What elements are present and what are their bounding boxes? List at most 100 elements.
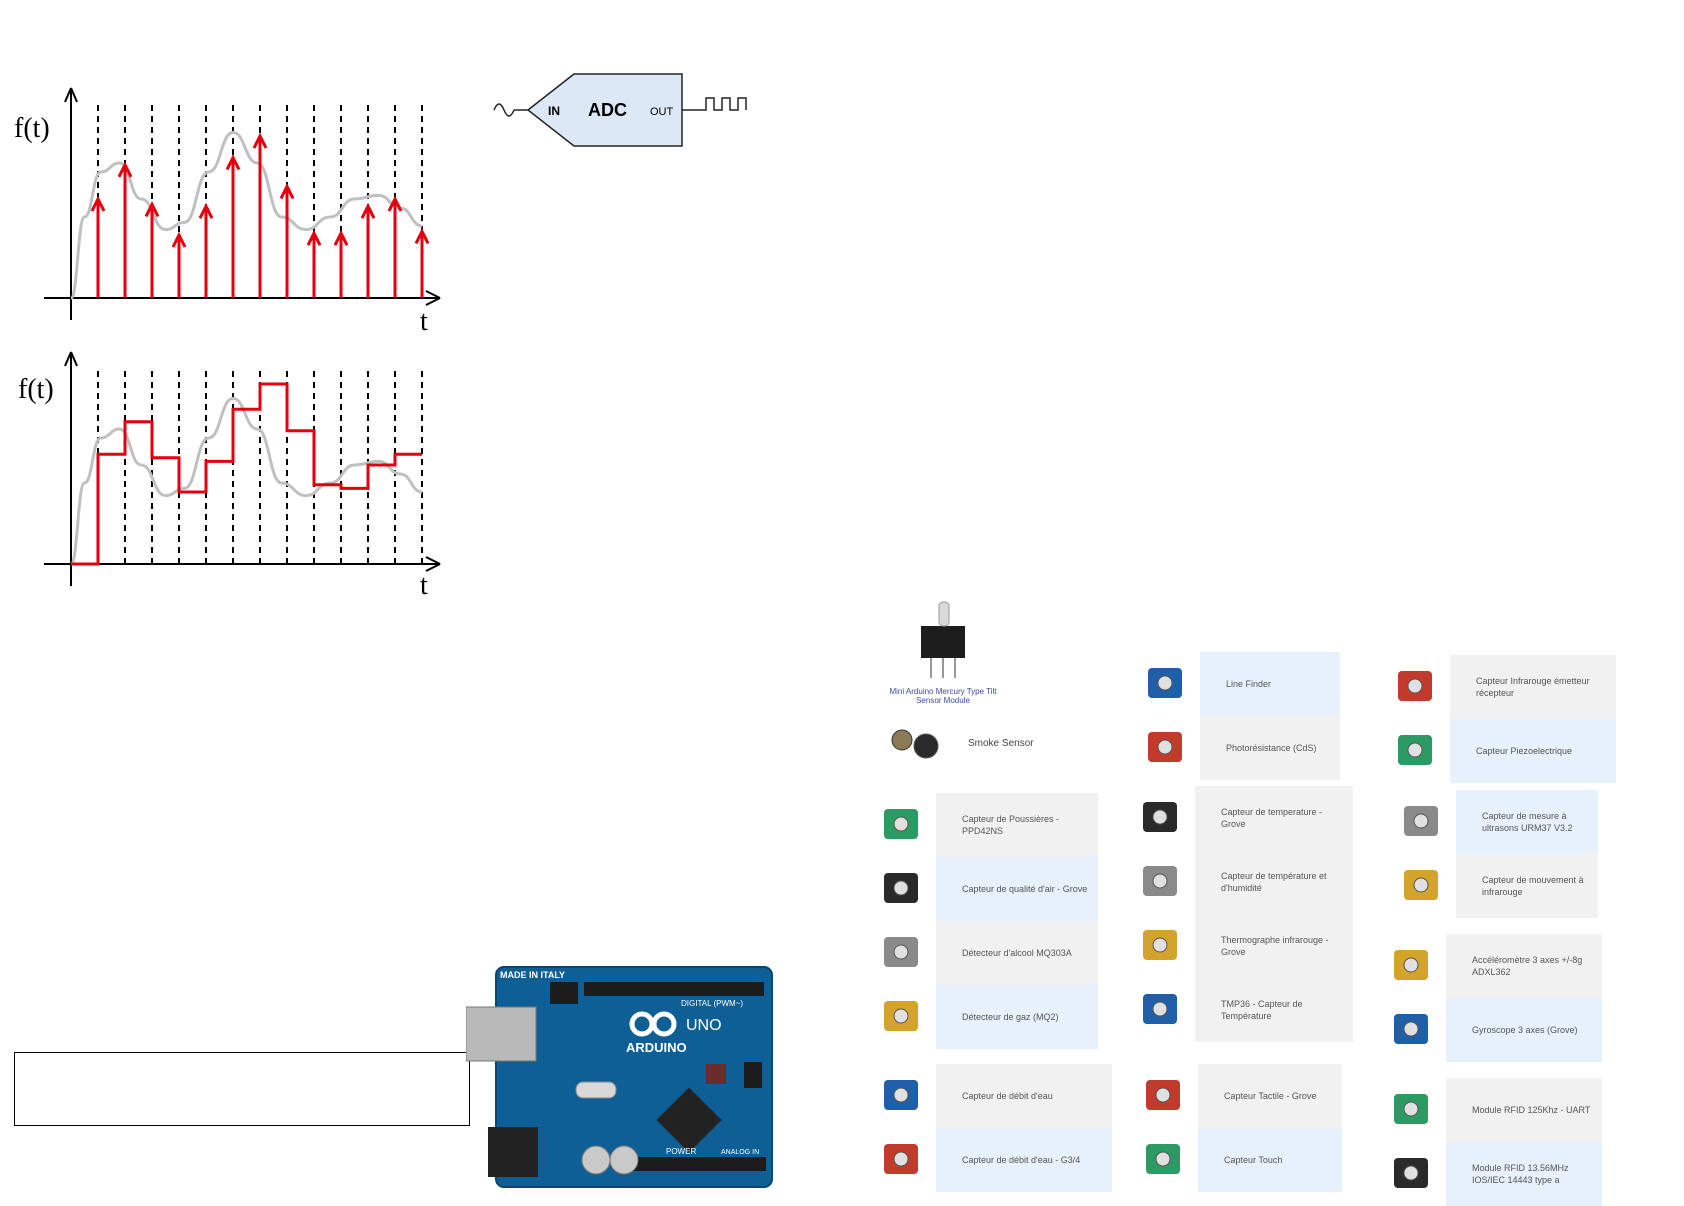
sensor-item: Détecteur d'alcool MQ303A: [866, 921, 1098, 985]
sample-arrowhead: [117, 161, 133, 178]
y-axis-label: f(t): [18, 374, 54, 405]
sensor-item: Thermographe infrarouge - Grove: [1125, 914, 1353, 978]
air-quality-icon: [872, 861, 932, 917]
sensor-label: Gyroscope 3 axes (Grove): [1472, 1025, 1578, 1035]
adc-block-diagram: IN ADC OUT: [493, 73, 747, 147]
sample-arrowhead: [90, 195, 106, 212]
empty-text-box: [14, 1052, 470, 1126]
sensor-panel-group9: Module RFID 125Khz - UART Module RFID 13.…: [1376, 1078, 1602, 1206]
analog-wave-icon: [493, 103, 515, 117]
sample-arrowhead: [171, 231, 187, 248]
continuous-signal-curve: [69, 130, 423, 300]
tmp36-icon: [1131, 982, 1191, 1038]
sensor-label: Accéléromètre 3 axes +/-8g ADXL362: [1472, 955, 1583, 977]
sample-arrowhead: [360, 202, 376, 219]
sample-arrowhead: [306, 229, 322, 246]
sensor-label: Capteur de température et d'humidité: [1221, 871, 1327, 893]
sensor-label: TMP36 - Capteur de Température: [1221, 999, 1303, 1021]
arduino-made-in: MADE IN ITALY: [500, 970, 565, 980]
sensor-item: Capteur de débit d'eau: [866, 1064, 1112, 1128]
sensor-label: Capteur de débit d'eau - G3/4: [962, 1155, 1081, 1165]
tilt-sensor-item: Mini Arduino Mercury Type Tilt Sensor Mo…: [888, 600, 998, 705]
sensor-item: Accéléromètre 3 axes +/-8g ADXL362: [1376, 934, 1602, 998]
sensor-item: Capteur de qualité d'air - Grove: [866, 857, 1098, 921]
arduino-uno-board: ARDUINO UNO MADE IN ITALY DIGITAL (PWM~)…: [466, 966, 773, 1188]
sensor-item: Gyroscope 3 axes (Grove): [1376, 998, 1602, 1062]
sample-arrowhead: [144, 201, 160, 218]
adc-title: ADC: [588, 100, 627, 120]
arduino-digital: DIGITAL (PWM~): [681, 999, 743, 1008]
sensor-item: Capteur de temperature - Grove: [1125, 786, 1353, 850]
sensor-label: Capteur de débit d'eau: [962, 1091, 1053, 1101]
line-finder-icon: [1136, 656, 1196, 712]
sensor-item: Photorésistance (CdS): [1130, 716, 1340, 780]
sensor-label: Capteur de temperature - Grove: [1221, 807, 1323, 829]
ir-sensor-icon: [1386, 659, 1446, 715]
piezo-icon: [1386, 723, 1446, 779]
sample-arrowhead: [198, 202, 214, 219]
sample-arrowhead: [279, 183, 295, 200]
sensor-item: Capteur de température et d'humidité: [1125, 850, 1353, 914]
arduino-model: UNO: [686, 1017, 722, 1034]
held-signal-chart: f(t) t: [18, 351, 441, 601]
humidity-sensor-icon: [1131, 854, 1191, 910]
x-axis-label: t: [420, 570, 428, 601]
sensor-item: Module RFID 13.56MHz IOS/IEC 14443 type …: [1376, 1142, 1602, 1206]
adc-out-label: OUT: [650, 106, 674, 118]
sensor-label: Module RFID 13.56MHz IOS/IEC 14443 type …: [1472, 1163, 1569, 1185]
smoke-sensor-item: Smoke Sensor: [880, 722, 1080, 768]
tilt-sensor-caption: Mini Arduino Mercury Type Tilt Sensor Mo…: [889, 687, 997, 705]
sensor-item: Capteur Infrarouge émetteur récepteur: [1380, 655, 1616, 719]
photoresistor-icon: [1136, 720, 1196, 776]
sensor-item: Capteur Piezoelectrique: [1380, 719, 1616, 783]
water-flow-icon: [872, 1068, 932, 1124]
ir-thermograph-icon: [1131, 918, 1191, 974]
sensor-label: Capteur Piezoelectrique: [1476, 746, 1573, 756]
sensor-item: Capteur Tactile - Grove: [1128, 1064, 1342, 1128]
digital-wave-icon: [698, 97, 747, 111]
arduino-brand: ARDUINO: [626, 1040, 687, 1055]
sample-arrowhead: [387, 195, 403, 212]
y-axis-arrow: [64, 87, 78, 103]
rfid-1356-icon: [1382, 1146, 1442, 1202]
y-axis-arrow: [64, 351, 78, 367]
held-signal-steps: [71, 382, 422, 566]
gas-sensor-icon: [872, 989, 932, 1045]
water-flow-g34-icon: [872, 1132, 932, 1188]
touch-grove-icon: [1134, 1068, 1194, 1124]
touch-icon: [1134, 1132, 1194, 1188]
arduino-analog: ANALOG IN: [721, 1149, 759, 1156]
accelerometer-icon: [1382, 938, 1442, 994]
tilt-sensor-icon: [921, 601, 965, 678]
sensor-item: TMP36 - Capteur de Température: [1125, 978, 1353, 1042]
sensor-label: Capteur Infrarouge émetteur récepteur: [1476, 676, 1590, 698]
continuous-signal-curve: [69, 396, 423, 566]
gyroscope-icon: [1382, 1002, 1442, 1058]
sensor-item: Line Finder: [1130, 652, 1340, 716]
sensor-item: Détecteur de gaz (MQ2): [866, 985, 1098, 1049]
sampled-signal-chart: f(t) t: [14, 87, 441, 337]
sensor-label: Module RFID 125Khz - UART: [1472, 1105, 1591, 1115]
x-axis-arrow: [425, 556, 441, 572]
sensor-label: Capteur de Poussières - PPD42NS: [962, 814, 1060, 836]
sensor-item: Capteur de mesure à ultrasons URM37 V3.2: [1386, 790, 1598, 854]
sensor-label: Détecteur de gaz (MQ2): [962, 1012, 1059, 1022]
sensor-item: Capteur de débit d'eau - G3/4: [866, 1128, 1112, 1192]
sensor-item: Capteur de mouvement à infrarouge: [1386, 854, 1598, 918]
smoke-sensor-label: Smoke Sensor: [968, 738, 1034, 749]
sensor-label: Line Finder: [1226, 679, 1272, 689]
sensor-panel-group5: Capteur de mesure à ultrasons URM37 V3.2…: [1386, 790, 1598, 918]
sensor-item: Capteur Touch: [1128, 1128, 1342, 1192]
arduino-power: POWER: [666, 1147, 696, 1156]
sensor-label: Capteur de mesure à ultrasons URM37 V3.2: [1482, 811, 1573, 833]
pir-icon: [1392, 858, 1452, 914]
sensor-item: Module RFID 125Khz - UART: [1376, 1078, 1602, 1142]
sample-arrowhead: [252, 132, 268, 149]
sensor-label: Capteur Touch: [1224, 1155, 1283, 1165]
x-axis-arrow: [425, 290, 441, 306]
